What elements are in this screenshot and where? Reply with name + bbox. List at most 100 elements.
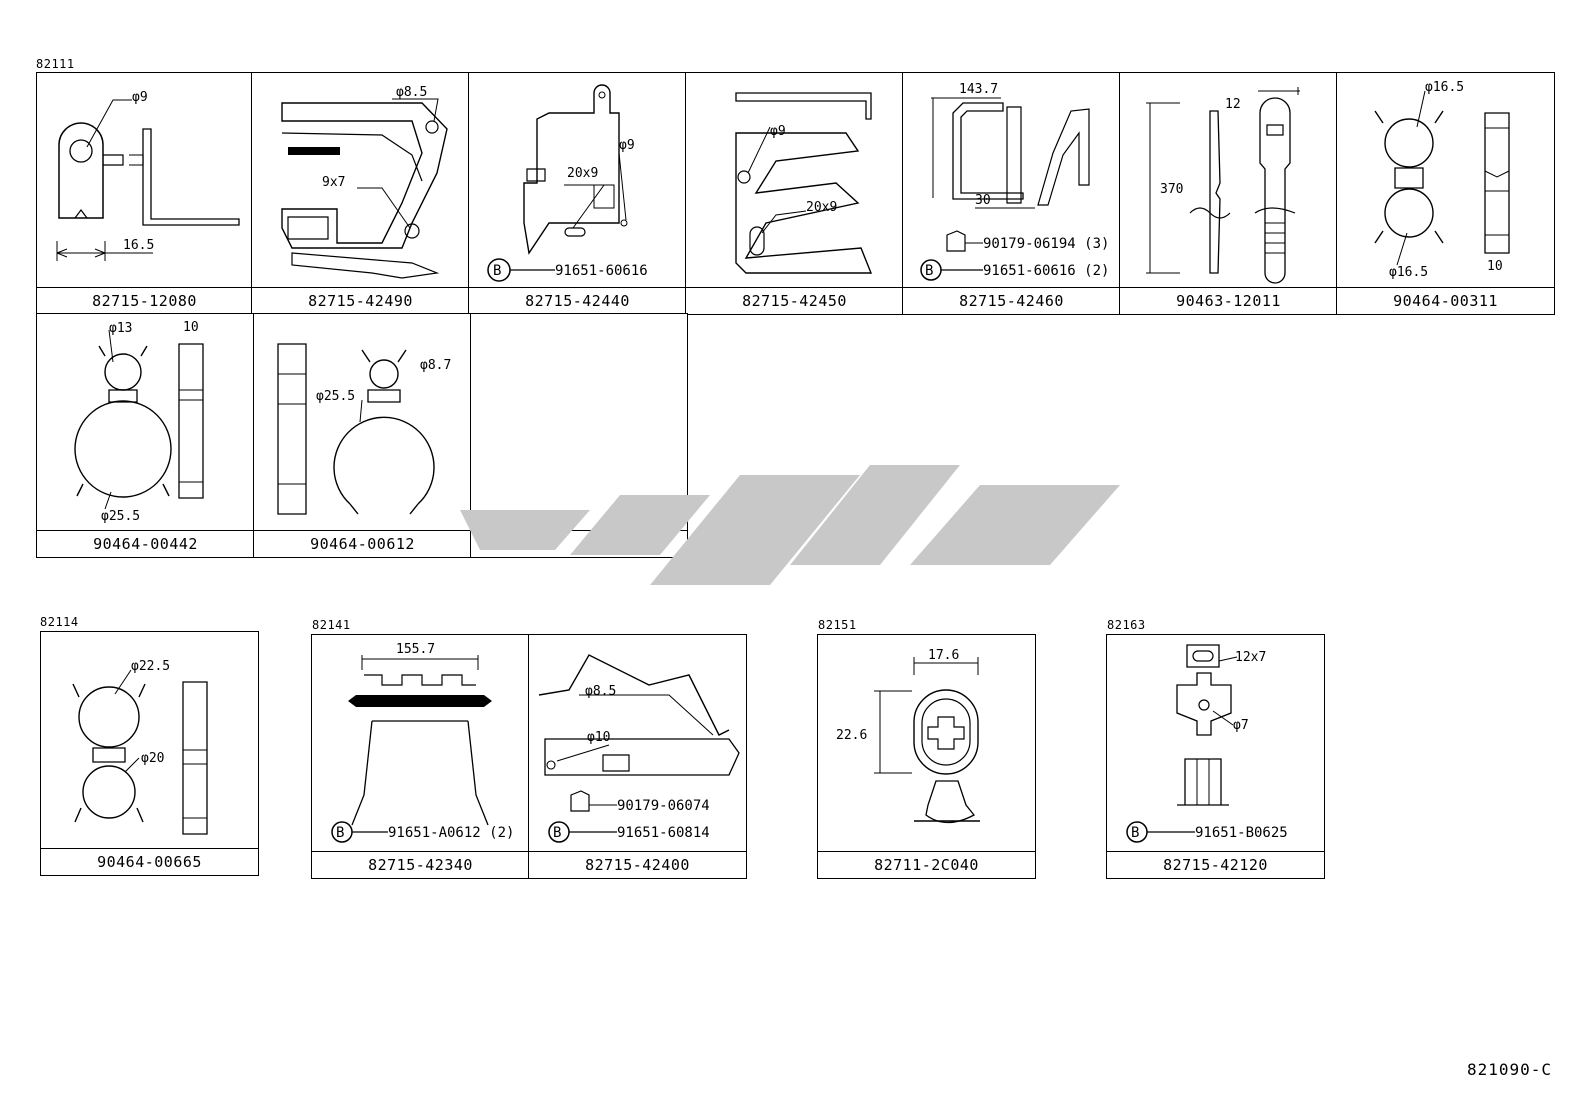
- dimension-label: φ9: [770, 124, 786, 139]
- dimension-label: φ9: [619, 138, 635, 153]
- dimension-labels: 12 370: [1160, 97, 1241, 197]
- part-cell-9[interactable]: φ8.7 φ25.5 90464-00612: [253, 313, 472, 558]
- part-number[interactable]: 82715-42490: [252, 287, 469, 314]
- double-clip-drawing: [37, 314, 256, 531]
- callout-part-number: 90179-06194 (3): [983, 236, 1109, 252]
- dimension-label: 155.7: [396, 642, 435, 657]
- dimension-label: 9x7: [322, 175, 345, 190]
- dimension-label: φ10: [587, 730, 610, 745]
- mark-b-icon: B: [493, 263, 501, 279]
- bracket-drawing: B: [312, 655, 492, 852]
- dimension-label: φ25.5: [316, 389, 355, 404]
- dimension-labels: φ9 20x9: [770, 124, 837, 215]
- part-number[interactable]: 82715-42450: [686, 287, 903, 314]
- dimension-labels: φ8.5 φ10 90179-06074 91651-60814: [585, 684, 710, 841]
- dimension-label: 17.6: [928, 648, 959, 663]
- dimension-label: φ16.5: [1389, 265, 1428, 280]
- dimension-label: φ22.5: [131, 659, 170, 674]
- callout-part-number: 91651-60616: [555, 263, 648, 279]
- dimension-labels: φ16.5 φ16.5 10: [1389, 80, 1503, 280]
- bracket-drawing: [686, 73, 905, 288]
- part-number[interactable]: 90464-00442: [37, 530, 254, 557]
- dimension-labels: 143.7 30 90179-06194 (3) 91651-60616 (2): [959, 82, 1109, 279]
- part-cell-14[interactable]: 17.6 22.6 82711-2C040: [817, 634, 1036, 879]
- dimension-label: φ20: [141, 751, 164, 766]
- dimension-label: 12: [1225, 97, 1241, 112]
- part-cell-4[interactable]: φ9 20x9 82715-42450: [685, 72, 904, 315]
- part-number[interactable]: 82715-42120: [1107, 851, 1324, 878]
- dimension-label: φ16.5: [1425, 80, 1464, 95]
- part-cell-7[interactable]: φ16.5 φ16.5 10 90464-00311: [1336, 72, 1555, 315]
- callout-part-number: 91651-60616 (2): [983, 263, 1109, 279]
- dimension-labels: φ9 20x9 91651-60616: [555, 138, 648, 279]
- dimension-labels: φ22.5 φ20: [131, 659, 170, 766]
- watermark-logo: [460, 465, 1120, 585]
- bracket-drawing: B: [469, 73, 688, 288]
- dimension-label: φ8.5: [585, 684, 616, 699]
- part-cell-11[interactable]: φ22.5 φ20 90464-00665: [40, 631, 259, 876]
- part-number[interactable]: 90464-00612: [254, 530, 471, 557]
- dimension-label: 143.7: [959, 82, 998, 97]
- part-cell-5[interactable]: B 143.7 30 90179-06194 (3) 91651-60616 (…: [902, 72, 1121, 315]
- mark-b-icon: B: [925, 263, 933, 279]
- dimension-label: 20x9: [806, 200, 837, 215]
- tie-band-drawing: [1120, 87, 1300, 288]
- part-number[interactable]: 90464-00665: [41, 848, 258, 875]
- part-cell-15[interactable]: B 12x7 φ7 91651-B0625 82715-42120: [1106, 634, 1325, 879]
- group-code-82163: 82163: [1107, 618, 1146, 632]
- dimension-label: 10: [1487, 259, 1503, 274]
- dimension-labels: φ8.5 9x7: [322, 85, 427, 190]
- part-number[interactable]: 90463-12011: [1120, 287, 1337, 314]
- dimension-labels: 17.6 22.6: [836, 648, 959, 743]
- part-cell-3[interactable]: B φ9 20x9 91651-60616 82715-42440: [468, 72, 687, 315]
- part-cell-12[interactable]: B 155.7 91651-A0612 (2) 82715-42340: [311, 634, 530, 879]
- part-number[interactable]: 90464-00311: [1337, 287, 1554, 314]
- part-cell-2[interactable]: φ8.5 9x7 82715-42490: [251, 72, 470, 315]
- part-number[interactable]: 82715-42440: [469, 287, 686, 314]
- group-code-82114: 82114: [40, 615, 79, 629]
- callout-part-number: 90179-06074: [617, 798, 710, 814]
- group-code-82151: 82151: [818, 618, 857, 632]
- part-number[interactable]: 82715-42460: [903, 287, 1120, 314]
- dimension-label: φ25.5: [101, 509, 140, 524]
- dimension-label: 30: [975, 193, 991, 208]
- part-number[interactable]: 82715-42340: [312, 851, 529, 878]
- part-number[interactable]: 82715-42400: [529, 851, 746, 878]
- callout-part-number: 91651-60814: [617, 825, 710, 841]
- dimension-labels: 155.7 91651-A0612 (2): [388, 642, 514, 841]
- callout-part-number: 91651-A0612 (2): [388, 825, 514, 841]
- part-number[interactable]: 82715-12080: [37, 287, 252, 314]
- dimension-labels: φ13 10 φ25.5: [101, 320, 199, 524]
- callout-part-number: 91651-B0625: [1195, 825, 1288, 841]
- dimension-label: 20x9: [567, 166, 598, 181]
- clamp-drawing: [37, 73, 254, 288]
- dimension-labels: φ8.7 φ25.5: [316, 358, 451, 404]
- dimension-label: 10: [183, 320, 199, 335]
- part-cell-8[interactable]: φ13 10 φ25.5 90464-00442: [36, 313, 255, 558]
- dimension-label: φ9: [132, 90, 148, 105]
- part-number: [471, 530, 687, 557]
- double-clip-drawing: [1337, 73, 1556, 288]
- mark-b-icon: B: [553, 825, 561, 841]
- part-number[interactable]: 82711-2C040: [818, 851, 1035, 878]
- group-code-82141: 82141: [312, 618, 351, 632]
- mark-b-icon: B: [336, 825, 344, 841]
- bracket-drawing: [252, 73, 471, 288]
- mark-b-icon: B: [1131, 825, 1139, 841]
- grommet-drawing: [874, 657, 1037, 852]
- rod-bracket-drawing: B: [529, 635, 748, 852]
- double-clip-drawing: [254, 314, 473, 531]
- part-cell-1[interactable]: 82715-12080 φ9 16.5: [36, 72, 253, 315]
- dimension-label: φ7: [1233, 718, 1249, 733]
- bracket-drawing: B: [903, 73, 1122, 288]
- dimension-label: 12x7: [1235, 650, 1266, 665]
- dimension-label: 16.5: [123, 238, 154, 253]
- group-code-82111: 82111: [36, 57, 75, 71]
- part-cell-13[interactable]: B φ8.5 φ10 90179-06074 91651-60814 82715…: [528, 634, 747, 879]
- dimension-label: 22.6: [836, 728, 867, 743]
- dimension-label: φ13: [109, 321, 132, 336]
- dimension-label: φ8.5: [396, 85, 427, 100]
- part-cell-6[interactable]: 12 370 90463-12011: [1119, 72, 1338, 315]
- dimension-labels: 12x7 φ7 91651-B0625: [1195, 650, 1288, 841]
- dimension-labels: φ9 16.5: [123, 90, 154, 253]
